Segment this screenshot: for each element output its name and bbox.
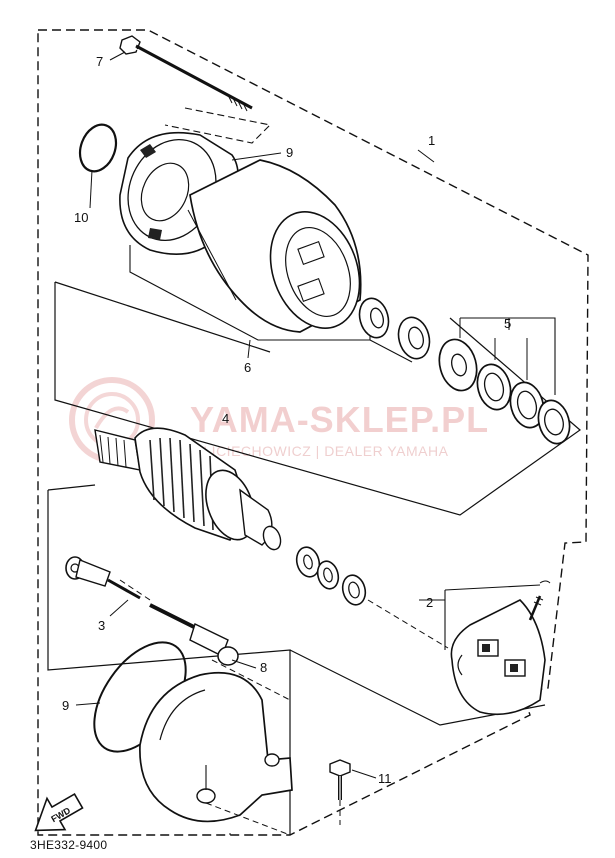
leader-lines (75, 51, 510, 779)
through-bolt-7 (119, 35, 253, 112)
terminal-bolt-3 (65, 556, 141, 600)
callout-2: 2 (426, 595, 433, 610)
watermark: YAMA-SKLEP.PL GLICIECHOWICZ | DEALER YAM… (69, 377, 489, 463)
callout-3: 3 (98, 618, 105, 633)
callout-10: 10 (74, 210, 88, 225)
bearing (358, 297, 431, 360)
callout-5: 5 (504, 316, 511, 331)
rear-cover (139, 671, 293, 823)
fwd-arrow-icon: FWD (34, 792, 84, 832)
callout-1: 1 (428, 133, 435, 148)
callout-4: 4 (222, 411, 229, 426)
assembly-lines (119, 579, 449, 836)
callout-6: 6 (244, 360, 251, 375)
callout-9-bottom: 9 (62, 698, 69, 713)
watermark-title: YAMA-SKLEP.PL (190, 399, 489, 440)
callout-9-top: 9 (286, 145, 293, 160)
callout-8: 8 (260, 660, 267, 675)
document-code: 3HE332-9400 (30, 838, 108, 852)
screw-11 (329, 759, 351, 825)
o-ring-10 (78, 123, 118, 173)
frame-lower (47, 490, 291, 835)
brush-holder-2 (444, 580, 551, 716)
callout-11: 11 (378, 771, 392, 786)
callouts: 1 2 3 4 5 6 7 8 9 9 10 11 (62, 54, 511, 786)
armature-washers (295, 546, 367, 606)
yoke-housing-6 (187, 159, 362, 333)
insulator-8 (149, 603, 239, 666)
watermark-subtitle: GLICIECHOWICZ | DEALER YAMAHA (192, 443, 449, 459)
callout-7: 7 (96, 54, 103, 69)
washer-set-5 (438, 317, 571, 445)
armature-4 (94, 427, 282, 551)
